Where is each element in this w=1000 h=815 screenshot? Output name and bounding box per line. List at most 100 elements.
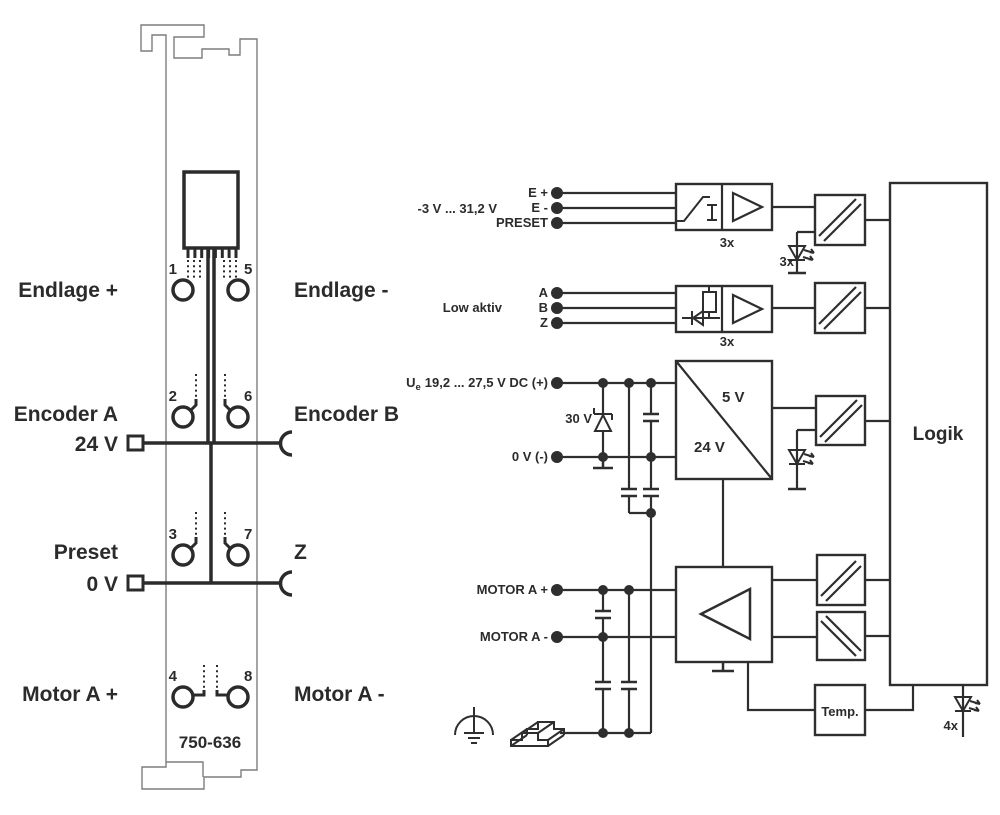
temp-block: Temp.: [746, 662, 915, 737]
led-5v: [787, 428, 816, 491]
terminal-2: [171, 405, 195, 429]
optocoupler-3: [814, 394, 867, 447]
capacitor-filter-a: [621, 383, 651, 515]
label-0v: 0 V: [86, 573, 118, 596]
ground-symbol-0v: [593, 457, 613, 470]
terminal-7: [226, 543, 250, 567]
terminal-6: [226, 405, 250, 429]
terminal-2-number: 2: [169, 388, 177, 405]
logic-block: Logik: [888, 181, 989, 687]
module-outline: [140, 24, 258, 790]
label-24v: 24 V: [75, 433, 118, 456]
port-0v-label: 0 V (-): [512, 449, 548, 464]
optocoupler-2: [813, 281, 867, 335]
terminal-7-number: 7: [244, 526, 252, 543]
port-b-label: B: [539, 300, 548, 315]
order-number: 750-636: [179, 733, 241, 752]
terminal-1: [171, 278, 195, 302]
port-ue-dot: [551, 377, 563, 389]
port-preset-dot: [551, 217, 563, 229]
terminal-5: [226, 278, 250, 302]
connector-pin-dotted-right: [223, 260, 237, 280]
internal-wire-pair: [206, 248, 216, 443]
din-rail-symbol: [510, 721, 565, 747]
terminal-8-number: 8: [244, 668, 252, 685]
contact-marks: [188, 374, 233, 697]
terminal-4-number: 4: [169, 668, 178, 685]
capacitor-motor-2: [595, 637, 611, 733]
port-z-label: Z: [540, 315, 548, 330]
optocoupler-4: [815, 553, 867, 607]
count-3x-input2: 3x: [720, 334, 735, 349]
amplifier-symbol-1: [731, 191, 765, 223]
module-view: 1 5 2 6 3 7 4 8 Endlage + Endlage - Enco…: [14, 24, 399, 790]
capacitor-input: [643, 383, 659, 457]
slew-limiter-symbol: [677, 196, 717, 222]
port-motor-plus-dot: [551, 584, 563, 596]
terminal-6-number: 6: [244, 388, 252, 405]
optocoupler-5: [815, 610, 867, 662]
terminal-4: [171, 685, 195, 709]
port-z-dot: [551, 317, 563, 329]
earth-ground-symbol: [454, 707, 494, 744]
connector-pin-dotted-left: [187, 260, 201, 280]
label-z: Z: [294, 541, 307, 564]
supply-24v-line: [126, 430, 293, 457]
port-motor-plus-label: MOTOR A +: [477, 582, 549, 597]
dcdc-secondary-label: 5 V: [722, 389, 745, 406]
terminal-3: [171, 543, 195, 567]
input-stage-box-1: [674, 182, 774, 232]
port-0v-dot: [551, 451, 563, 463]
low-aktiv-label: Low aktiv: [443, 300, 503, 315]
zener-voltage-label: 30 V: [565, 411, 592, 426]
label-endlage-minus: Endlage -: [294, 279, 389, 302]
encoder-supply-row: E + E - PRESET -3 V ... 31,2 V 3x: [418, 182, 890, 275]
led-3x-count: 3x: [780, 254, 795, 269]
capacitor-motor-3: [621, 590, 637, 733]
motor-driver-block: [674, 565, 774, 673]
port-e-plus-label: E +: [528, 185, 548, 200]
count-3x-input1: 3x: [720, 235, 735, 250]
terminal-8: [226, 685, 250, 709]
zener-diode: 30 V: [565, 383, 613, 457]
port-e-minus-label: E -: [531, 200, 548, 215]
led-4x: 4x: [944, 685, 981, 737]
driver-ground-symbol: [712, 662, 734, 673]
label-preset: Preset: [54, 541, 118, 564]
block-diagram: E + E - PRESET -3 V ... 31,2 V 3x: [406, 181, 989, 747]
port-motor-minus-label: MOTOR A -: [480, 629, 548, 644]
motor-section: MOTOR A + MOTOR A -: [454, 553, 890, 747]
encoder-signal-row: A B Z Low aktiv 3x: [443, 281, 890, 349]
port-e-minus-dot: [551, 202, 563, 214]
port-motor-minus-dot: [551, 631, 563, 643]
supply-0v-line: [126, 570, 293, 597]
label-endlage-plus: Endlage +: [18, 279, 118, 302]
label-motor-a-minus: Motor A -: [294, 683, 385, 706]
supply-minus-hook: [278, 570, 293, 597]
logic-label: Logik: [913, 424, 964, 445]
label-encoder-a: Encoder A: [14, 403, 118, 426]
port-e-plus-dot: [551, 187, 563, 199]
supply-minus-terminal-square: [126, 574, 145, 592]
port-a-label: A: [539, 285, 549, 300]
led-4x-count: 4x: [944, 718, 959, 733]
port-preset-label: PRESET: [496, 215, 548, 230]
amplifier-symbol-2: [731, 293, 765, 325]
capacitor-filter-b: [643, 457, 659, 733]
temp-label: Temp.: [821, 704, 858, 719]
label-encoder-b: Encoder B: [294, 403, 399, 426]
driver-triangle-symbol: [698, 586, 752, 642]
led-3x: 3x: [780, 230, 815, 275]
supply-plus-terminal-square: [126, 434, 145, 452]
port-b-dot: [551, 302, 563, 314]
terminal-1-number: 1: [169, 261, 177, 278]
port-a-dot: [551, 287, 563, 299]
input-stage-box-2: [674, 284, 774, 334]
label-motor-a-plus: Motor A +: [22, 683, 118, 706]
dcdc-converter: 5 V 24 V: [674, 359, 774, 481]
supply-plus-hook: [278, 430, 293, 457]
